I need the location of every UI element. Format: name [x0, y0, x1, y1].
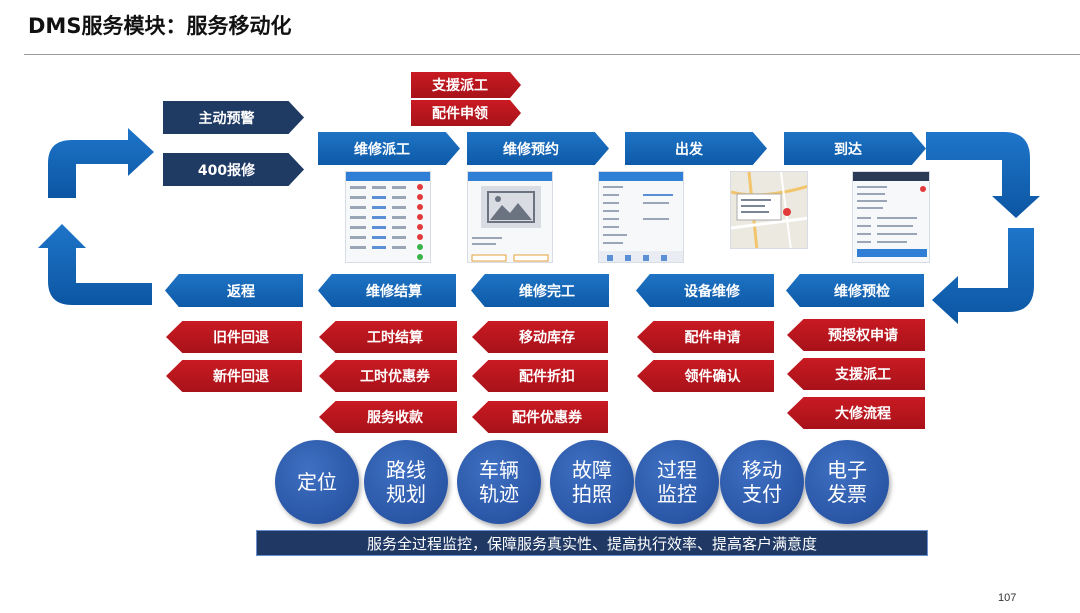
old-part-return-step: 旧件回退 — [166, 321, 302, 353]
repair-done-step: 维修完工 — [471, 274, 609, 307]
feature-positioning-line1: 定位 — [297, 470, 337, 494]
parts-request-top-label: 配件申领 — [432, 106, 488, 122]
old-part-return-label: 旧件回退 — [213, 330, 269, 346]
feature-e-invoice: 电子发票 — [805, 440, 889, 524]
new-part-return-step: 新件回退 — [166, 360, 302, 392]
labor-settlement-label: 工时结算 — [367, 330, 423, 346]
support-dispatch-bottom-label: 支援派工 — [835, 367, 891, 383]
proactive-alert-label: 主动预警 — [198, 110, 255, 127]
depart-label: 出发 — [675, 141, 703, 158]
feature-e-invoice-line1: 电子 — [827, 458, 867, 482]
labor-coupon-step: 工时优惠券 — [319, 360, 457, 392]
title-divider — [24, 54, 1080, 55]
repair-booking-step: 维修预约 — [467, 132, 609, 165]
parts-request-top-step: 配件申领 — [411, 100, 521, 126]
parts-application-step: 配件申请 — [637, 321, 774, 353]
left-loop-top-arrow — [48, 128, 154, 198]
repair-settlement-step: 维修结算 — [318, 274, 456, 307]
support-dispatch-top-step: 支援派工 — [411, 72, 521, 98]
feature-e-invoice-line2: 发票 — [827, 482, 867, 506]
feature-vehicle-track-line2: 轨迹 — [479, 482, 519, 506]
feature-positioning: 定位 — [275, 440, 359, 524]
arrive-step: 到达 — [784, 132, 926, 165]
arrive-app-screenshot — [852, 171, 930, 263]
repair-settlement-label: 维修结算 — [366, 283, 422, 300]
repair-dispatch-step: 维修派工 — [318, 132, 460, 165]
feature-fault-photo-line1: 故障 — [572, 458, 612, 482]
return-trip-step: 返程 — [165, 274, 303, 307]
feature-mobile-payment-line1: 移动 — [742, 458, 782, 482]
feature-process-monitoring-line2: 监控 — [657, 482, 697, 506]
labor-settlement-step: 工时结算 — [319, 321, 457, 353]
labor-coupon-label: 工时优惠券 — [360, 369, 430, 385]
parts-pickup-confirm-label: 领件确认 — [684, 369, 741, 385]
equipment-repair-label: 设备维修 — [684, 283, 740, 300]
parts-coupon-label: 配件优惠券 — [512, 410, 582, 426]
service-payment-step: 服务收款 — [319, 401, 457, 433]
summary-banner-text: 服务全过程监控，保障服务真实性、提高执行效率、提高客户满意度 — [366, 534, 817, 553]
hotline-repair-step: 400报修 — [163, 153, 304, 186]
repair-done-label: 维修完工 — [519, 283, 575, 300]
mobile-inventory-label: 移动库存 — [519, 330, 575, 346]
booking-app-screenshot — [467, 171, 553, 263]
feature-vehicle-track-line1: 车辆 — [479, 458, 519, 482]
feature-fault-photo: 故障拍照 — [550, 440, 634, 524]
pre-authorization-step: 预授权申请 — [787, 319, 925, 351]
parts-application-label: 配件申请 — [684, 330, 741, 346]
route-map-thumbnail — [731, 172, 807, 248]
proactive-alert-step: 主动预警 — [163, 101, 304, 134]
depart-step: 出发 — [625, 132, 767, 165]
feature-process-monitoring: 过程监控 — [635, 440, 719, 524]
feature-mobile-payment: 移动支付 — [720, 440, 804, 524]
page-title: DMS服务模块：服务移动化 — [28, 14, 292, 38]
repair-booking-label: 维修预约 — [503, 141, 559, 158]
overhaul-process-step: 大修流程 — [787, 397, 925, 429]
right-loop-top-arrow — [926, 132, 1040, 218]
feature-process-monitoring-line1: 过程 — [657, 458, 697, 482]
map-screenshot — [730, 171, 808, 249]
summary-banner: 服务全过程监控，保障服务真实性、提高执行效率、提高客户满意度 — [256, 530, 928, 556]
overhaul-process-label: 大修流程 — [835, 406, 891, 422]
parts-coupon-step: 配件优惠券 — [472, 401, 608, 433]
new-part-return-label: 新件回退 — [213, 369, 269, 385]
mobile-inventory-step: 移动库存 — [472, 321, 608, 353]
left-loop-arrow — [38, 224, 152, 305]
pre-authorization-label: 预授权申请 — [828, 328, 898, 344]
arrive-label: 到达 — [834, 141, 862, 158]
parts-discount-step: 配件折扣 — [472, 360, 608, 392]
dispatch-app-screenshot — [345, 171, 431, 263]
depart-app-screenshot — [598, 171, 684, 263]
booking-form-thumbnail — [471, 186, 549, 262]
feature-route-planning-line2: 规划 — [386, 482, 426, 506]
feature-route-planning-line1: 路线 — [386, 458, 426, 482]
support-dispatch-bottom-step: 支援派工 — [787, 358, 925, 390]
page-number: 107 — [998, 592, 1017, 604]
right-loop-bottom-arrow — [932, 228, 1034, 324]
parts-discount-label: 配件折扣 — [519, 369, 575, 385]
service-payment-label: 服务收款 — [367, 410, 423, 426]
feature-mobile-payment-line2: 支付 — [742, 482, 782, 506]
feature-vehicle-track: 车辆轨迹 — [457, 440, 541, 524]
support-dispatch-top-label: 支援派工 — [432, 78, 488, 94]
repair-precheck-step: 维修预检 — [786, 274, 924, 307]
equipment-repair-step: 设备维修 — [636, 274, 774, 307]
return-trip-label: 返程 — [227, 283, 255, 300]
repair-precheck-label: 维修预检 — [834, 283, 890, 300]
dispatch-list-thumbnail — [350, 184, 423, 260]
feature-fault-photo-line2: 拍照 — [572, 482, 612, 506]
parts-pickup-confirm-step: 领件确认 — [637, 360, 774, 392]
feature-route-planning: 路线规划 — [364, 440, 448, 524]
hotline-repair-label: 400报修 — [197, 162, 256, 179]
repair-dispatch-label: 维修派工 — [354, 141, 410, 158]
depart-form-thumbnail — [599, 186, 683, 262]
arrive-form-thumbnail — [857, 186, 927, 257]
